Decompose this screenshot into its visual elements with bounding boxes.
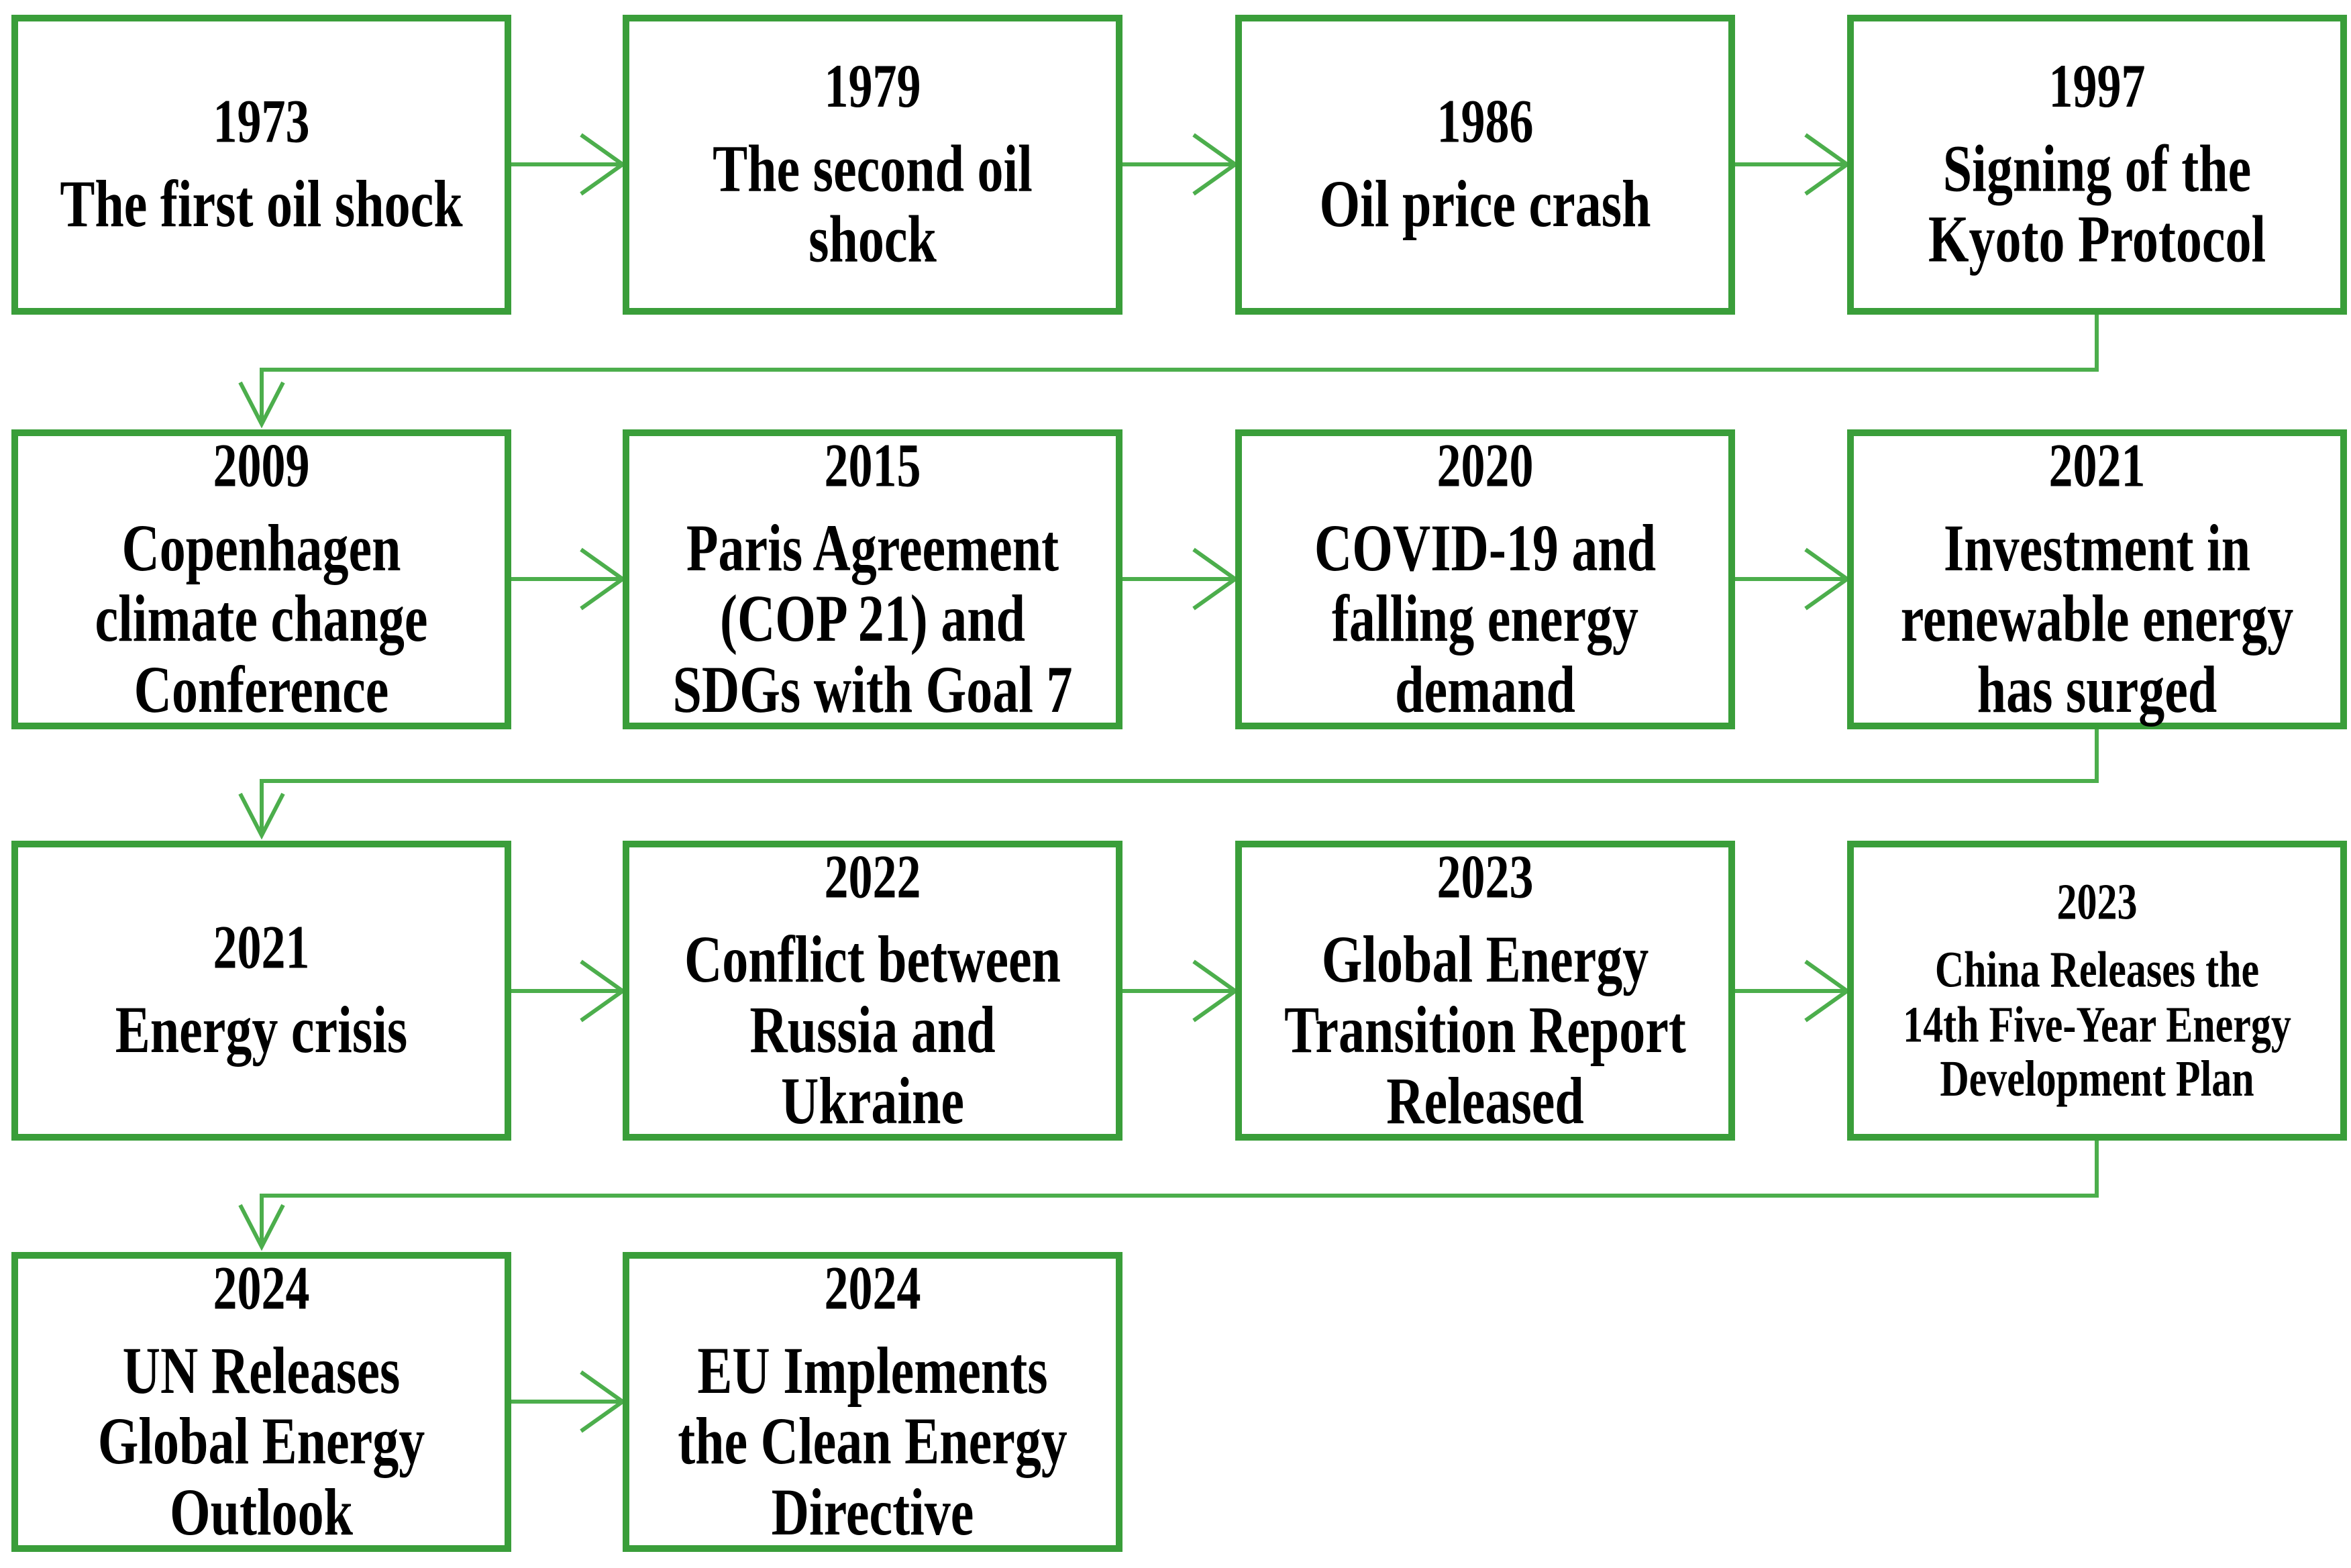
arrow-right-2021-2022: [511, 959, 627, 1023]
event-box-content: 2009 Copenhagen climate change Conferenc…: [95, 433, 427, 725]
event-label: Paris Agreement (COP 21) and SDGs with G…: [672, 509, 1073, 727]
event-label: Oil price crash: [1319, 166, 1651, 241]
event-label: EU Implements the Clean Energy Directive: [678, 1332, 1067, 1549]
arrow-right-1973-1979: [511, 133, 627, 196]
event-label: Investment in renewable energy has surge…: [1900, 509, 2294, 727]
arrow-right-2020-2021: [1735, 547, 1851, 611]
year-label: 1986: [1436, 87, 1534, 156]
event-box-content: 2021 Energy crisis: [115, 913, 408, 1067]
event-box-2015-paris-agreement: 2015 Paris Agreement (COP 21) and SDGs w…: [623, 429, 1122, 729]
event-box-content: 2015 Paris Agreement (COP 21) and SDGs w…: [673, 433, 1073, 725]
event-label: The first oil shock: [60, 166, 463, 241]
event-box-content: 2023 China Releases the 14th Five-Year E…: [1903, 873, 2291, 1107]
arrow-right-2015-2020: [1122, 547, 1239, 611]
year-label: 2023: [2056, 873, 2138, 930]
year-label: 1997: [2048, 52, 2146, 121]
year-label: 2022: [824, 842, 921, 911]
event-box-2020-covid-19: 2020 COVID-19 and falling energy demand: [1235, 429, 1735, 729]
event-box-2022-russia-ukraine-conflict: 2022 Conflict between Russia and Ukraine: [623, 841, 1122, 1141]
event-box-1973-first-oil-shock: 1973 The first oil shock: [11, 15, 511, 315]
arrow-right-1986-1997: [1735, 133, 1851, 196]
arrow-wrap-1997-2009: [238, 315, 2099, 429]
event-box-content: 1986 Oil price crash: [1319, 87, 1651, 241]
event-box-content: 1979 The second oil shock: [713, 54, 1033, 275]
year-label: 2021: [213, 913, 310, 982]
event-box-2021-energy-crisis: 2021 Energy crisis: [11, 841, 511, 1141]
event-box-content: 2023 Global Energy Transition Report Rel…: [1284, 842, 1686, 1138]
event-label: Copenhagen climate change Conference: [95, 509, 428, 727]
arrow-right-2024-2024: [511, 1370, 627, 1433]
arrow-right-2022-2023: [1122, 959, 1239, 1023]
event-box-content: 2020 COVID-19 and falling energy demand: [1314, 433, 1656, 725]
event-label: Conflict between Russia and Ukraine: [684, 921, 1061, 1138]
event-label: Global Energy Transition Report Released: [1284, 921, 1686, 1138]
year-label: 2021: [2048, 431, 2146, 500]
year-label: 2020: [1436, 431, 1534, 500]
year-label: 2024: [213, 1253, 310, 1322]
event-box-content: 2021 Investment in renewable energy has …: [1901, 433, 2294, 725]
event-label: UN Releases Global Energy Outlook: [97, 1332, 425, 1549]
year-label: 1979: [824, 52, 921, 121]
event-label: The second oil shock: [713, 130, 1033, 276]
event-box-2009-copenhagen-conference: 2009 Copenhagen climate change Conferenc…: [11, 429, 511, 729]
event-box-content: 2022 Conflict between Russia and Ukraine: [684, 842, 1061, 1138]
event-box-1986-oil-price-crash: 1986 Oil price crash: [1235, 15, 1735, 315]
event-box-1997-kyoto-protocol: 1997 Signing of the Kyoto Protocol: [1847, 15, 2347, 315]
year-label: 2009: [213, 431, 310, 500]
event-box-2023-china-five-year-plan: 2023 China Releases the 14th Five-Year E…: [1847, 841, 2347, 1141]
year-label: 2015: [824, 431, 921, 500]
year-label: 1973: [213, 87, 310, 156]
event-label: COVID-19 and falling energy demand: [1314, 509, 1657, 727]
year-label: 2024: [824, 1253, 921, 1322]
year-label: 2023: [1436, 842, 1534, 911]
arrow-wrap-2021-2021: [238, 729, 2099, 840]
event-box-1979-second-oil-shock: 1979 The second oil shock: [623, 15, 1122, 315]
event-label: Energy crisis: [115, 992, 408, 1067]
event-box-content: 2024 UN Releases Global Energy Outlook: [97, 1253, 425, 1549]
arrow-right-1979-1986: [1122, 133, 1239, 196]
event-box-content: 1997 Signing of the Kyoto Protocol: [1928, 54, 2266, 275]
event-box-2024-un-global-energy-outlook: 2024 UN Releases Global Energy Outlook: [11, 1252, 511, 1552]
arrow-right-2009-2015: [511, 547, 627, 611]
event-box-2023-transition-report: 2023 Global Energy Transition Report Rel…: [1235, 841, 1735, 1141]
event-label: China Releases the 14th Five-Year Energy…: [1903, 941, 2291, 1107]
event-box-content: 1973 The first oil shock: [60, 87, 463, 241]
arrow-right-2023-2023: [1735, 959, 1851, 1023]
arrow-wrap-2023-2024: [238, 1141, 2099, 1251]
event-box-2021-renewable-investment: 2021 Investment in renewable energy has …: [1847, 429, 2347, 729]
event-box-content: 2024 EU Implements the Clean Energy Dire…: [678, 1253, 1067, 1549]
event-box-2024-eu-clean-energy-directive: 2024 EU Implements the Clean Energy Dire…: [623, 1252, 1122, 1552]
event-label: Signing of the Kyoto Protocol: [1928, 130, 2266, 276]
